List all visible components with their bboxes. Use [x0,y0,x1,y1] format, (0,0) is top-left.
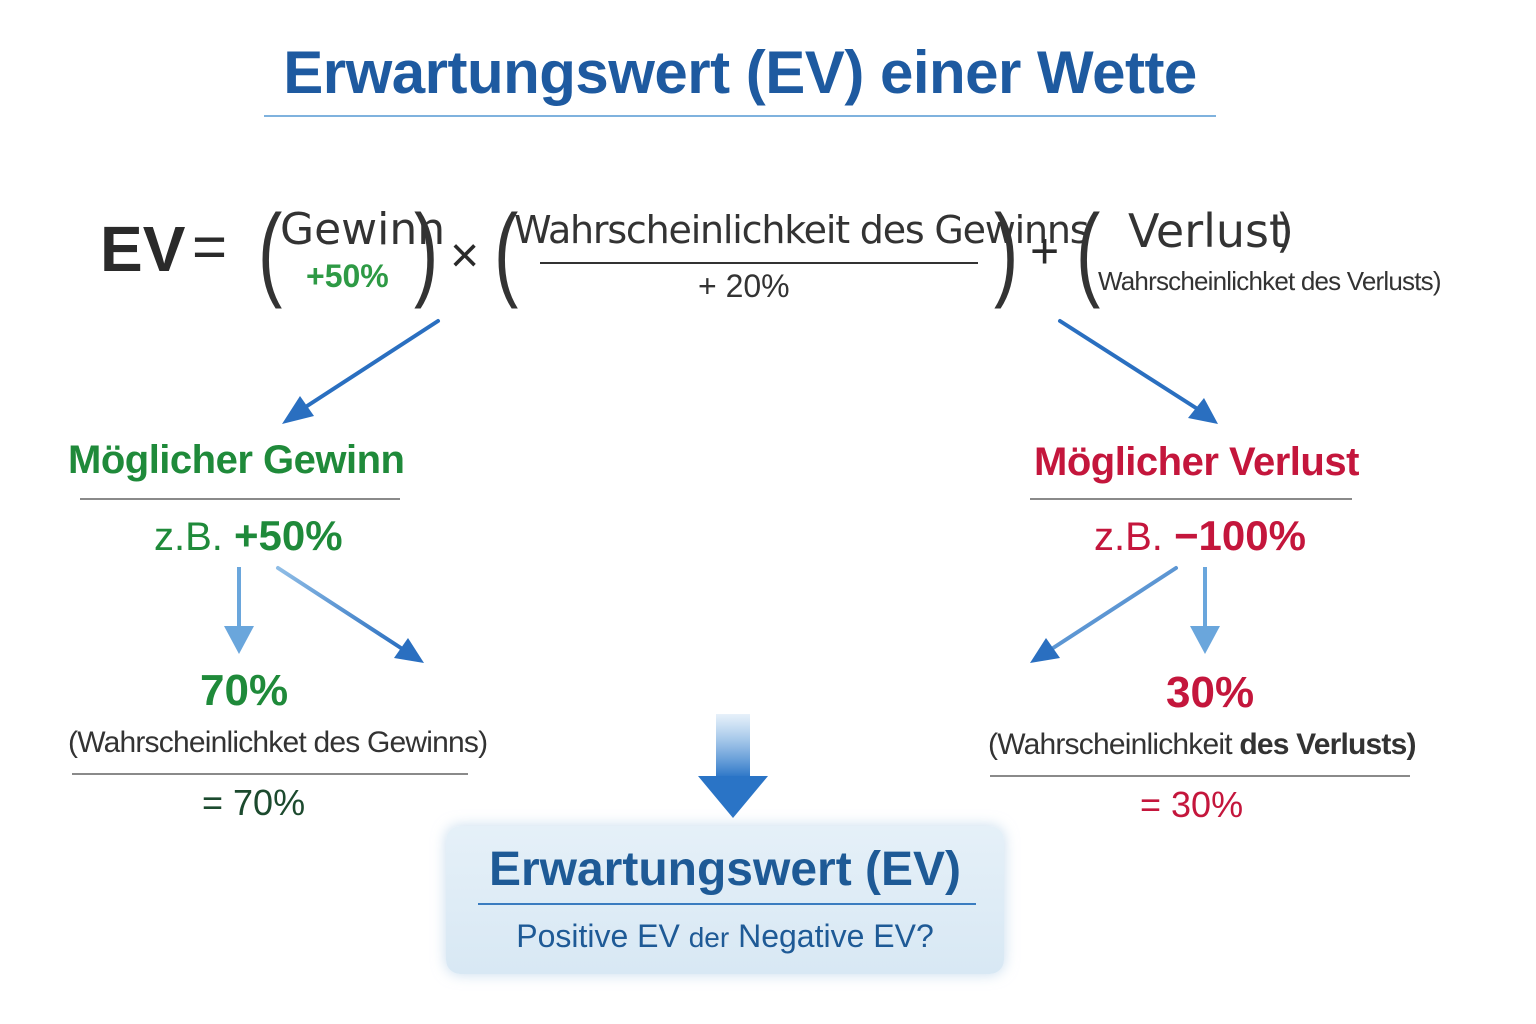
possible-gain-heading: Möglicher Gewinn [68,438,405,482]
result-box-title: Erwartungswert (EV) [488,843,962,896]
loss-probability-label-b: des Verlusts) [1239,728,1416,761]
gain-example-value: +50% [234,512,343,559]
possible-loss-example: z.B. −100% [1094,512,1306,560]
arrow-right-down [1190,567,1220,654]
formula-prob-loss-label: Wahrscheinlichket des Verlusts) [1098,266,1442,296]
arrow-left-diagonal [276,566,424,663]
loss-probability-label: (Wahrscheinlichkeit des Verlusts) [988,728,1416,762]
loss-result: = 30% [1140,784,1244,825]
possible-gain-underline [80,498,400,500]
gewinn-close-paren: ) [414,194,439,310]
gewinn-open-paren: ( [258,194,283,310]
loss-example-value: −100% [1174,512,1306,559]
formula-gewinn-value: +50% [306,258,389,294]
formula-prob-win-value: + 20% [698,268,790,304]
formula-prob-win-label: Wahrscheinlichkeit des Gewinns [514,208,1090,252]
arrow-verlust-to-head [1058,319,1218,424]
subtitle-negative: Negative EV? [738,918,934,954]
verlust-close-paren: ) [1276,204,1294,258]
possible-loss-underline [1030,498,1352,500]
result-box-subtitle: Positive EV der Negative EV? [446,918,1004,955]
verlust-open-paren: ( [1076,194,1101,310]
result-box [446,826,1004,974]
result-box-rule [478,903,976,905]
gain-probability-label: (Wahrscheinlichket des Gewinns) [68,726,488,759]
subtitle-connector: der [688,922,730,953]
probability-open-paren: ( [494,194,519,310]
arrow-right-diagonal [1030,566,1178,663]
arrow-to-result [698,714,768,818]
formula-equals-sign: = [192,213,228,280]
gain-example-prefix: z.B. [154,515,223,559]
formula-gewinn-label: Gewinn [280,204,446,255]
formula-plus-sign: + [1030,223,1060,279]
loss-example-prefix: z.B. [1094,515,1163,559]
possible-loss-heading: Möglicher Verlust [1034,440,1359,484]
gain-probability: 70% [200,666,289,715]
formula-fraction-bar [540,262,978,264]
arrow-left-down [224,567,254,654]
title-underline [264,115,1216,117]
probability-close-paren: ) [994,194,1019,310]
gain-result: = 70% [202,782,306,823]
formula-ev-symbol: EV [100,213,186,285]
formula-times-sign: × [450,227,480,283]
loss-probability: 30% [1166,668,1255,717]
formula-verlust-label: Verlust [1128,204,1288,258]
possible-gain-example: z.B. +50% [154,512,343,560]
loss-probability-label-a: (Wahrscheinlichkeit [988,728,1233,761]
gain-result-rule [72,773,468,775]
subtitle-positive: Positive EV [516,918,680,954]
loss-result-rule [990,775,1410,777]
page-title: Erwartungswert (EV) einer Wette [283,39,1197,106]
arrow-gewinn-to-head [282,319,440,424]
